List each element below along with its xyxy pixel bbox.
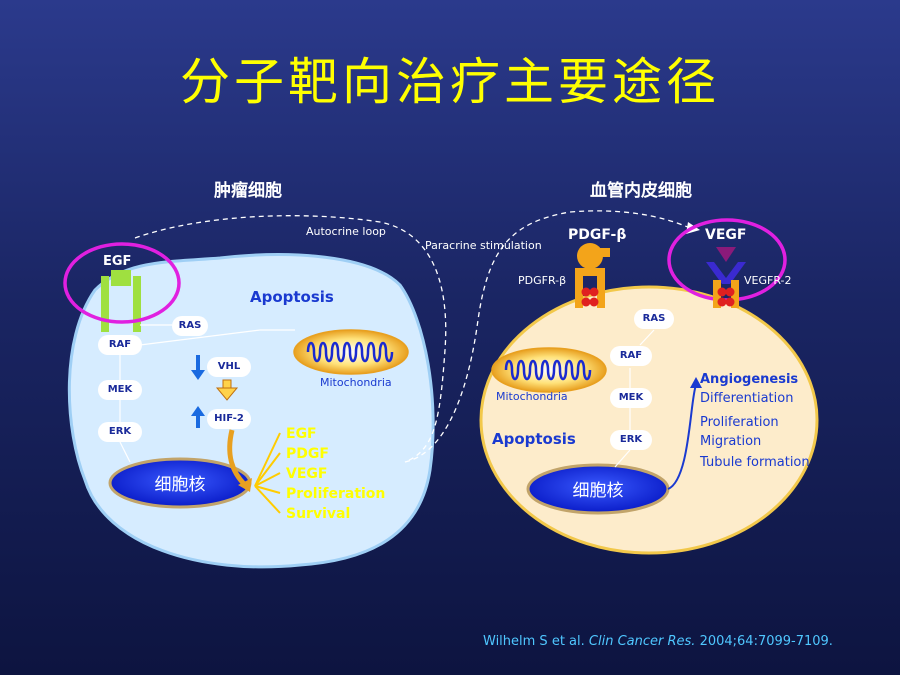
pdgfr-label: PDGFR-β: [518, 274, 567, 287]
tumor-erk-node: ERK: [98, 422, 142, 442]
endothelial-output-item: Tubule formation: [700, 455, 810, 470]
endothelial-ras-node: RAS: [634, 309, 674, 329]
citation-authors: Wilhelm S et al.: [483, 634, 585, 649]
tumor-output-item: VEGF: [286, 466, 328, 482]
endothelial-output-item: Proliferation: [700, 415, 779, 430]
endothelial-mitochondria-label: Mitochondria: [496, 390, 568, 403]
tumor-cell-header: 肿瘤细胞: [214, 181, 282, 201]
vhl-down-arrow-icon: [191, 355, 205, 380]
slide-title: 分子靶向治疗主要途径: [180, 53, 720, 111]
pdgf-ligand-icon: [577, 243, 610, 269]
egf-receptor-label: EGF: [103, 254, 132, 269]
vegf-ligand-label: VEGF: [705, 227, 747, 243]
endothelial-output-list: Angiogenesis Differentiation Proliferati…: [700, 370, 810, 472]
tumor-output-fan: [254, 432, 281, 514]
endothelial-output-item: Migration: [700, 434, 762, 449]
tumor-apoptosis-label: Apoptosis: [250, 288, 334, 306]
autocrine-loop-label: Autocrine loop: [306, 225, 386, 238]
tumor-pathway-lines: [119, 324, 261, 463]
citation: Wilhelm S et al. Clin Cancer Res. 2004;6…: [483, 634, 833, 649]
citation-ref: 2004;64:7099-7109.: [699, 634, 833, 649]
egf-highlight-circle: [63, 242, 181, 324]
tumor-mek-node: MEK: [98, 380, 142, 400]
pdgfr-receptor-icon: [575, 268, 605, 308]
tumor-mitochondria-icon: [293, 329, 409, 375]
hif-to-nucleus-arrow: [227, 429, 247, 487]
angiogenesis-arrow: [667, 384, 697, 490]
vegfr-receptor-icon: [706, 262, 746, 308]
vhl-node: VHL: [207, 357, 251, 377]
endothelial-raf-node: RAF: [610, 346, 652, 366]
endothelial-erk-node: ERK: [610, 430, 652, 450]
autocrine-loop-arrow: [134, 215, 447, 463]
tumor-output-item: EGF: [286, 426, 317, 442]
endothelial-cell-header: 血管内皮细胞: [590, 181, 692, 201]
hif-up-arrow-icon: [191, 406, 205, 428]
endothelial-output-item: Angiogenesis: [700, 372, 799, 387]
tumor-ras-node: RAS: [172, 316, 208, 336]
endothelial-apoptosis-label: Apoptosis: [492, 430, 576, 448]
tumor-output-item: PDGF: [286, 446, 329, 462]
endothelial-pathway-lines: [614, 329, 655, 468]
endothelial-mitochondria-icon: [491, 347, 607, 393]
hif-node: HIF-2: [207, 409, 251, 429]
tumor-raf-node: RAF: [98, 335, 142, 355]
tumor-nucleus-label: 细胞核: [154, 475, 206, 495]
tumor-mitochondria-label: Mitochondria: [320, 376, 392, 389]
pdgf-ligand-label: PDGF-β: [568, 227, 627, 243]
endothelial-nucleus-label: 细胞核: [572, 481, 624, 501]
tumor-output-item: Proliferation: [286, 486, 386, 502]
egf-receptor-icon: [101, 270, 141, 332]
citation-journal: Clin Cancer Res.: [588, 634, 696, 649]
tumor-output-item: Survival: [286, 506, 351, 522]
endothelial-output-item: Differentiation: [700, 391, 794, 406]
vegf-ligand-icon: [716, 247, 736, 262]
vhl-to-hif-arrow-icon: [215, 379, 239, 401]
vegfr-label: VEGFR-2: [744, 274, 792, 287]
endothelial-mek-node: MEK: [610, 388, 652, 408]
tumor-output-list: EGF PDGF VEGF Proliferation Survival: [286, 424, 385, 524]
paracrine-label: Paracrine stimulation: [425, 239, 542, 252]
